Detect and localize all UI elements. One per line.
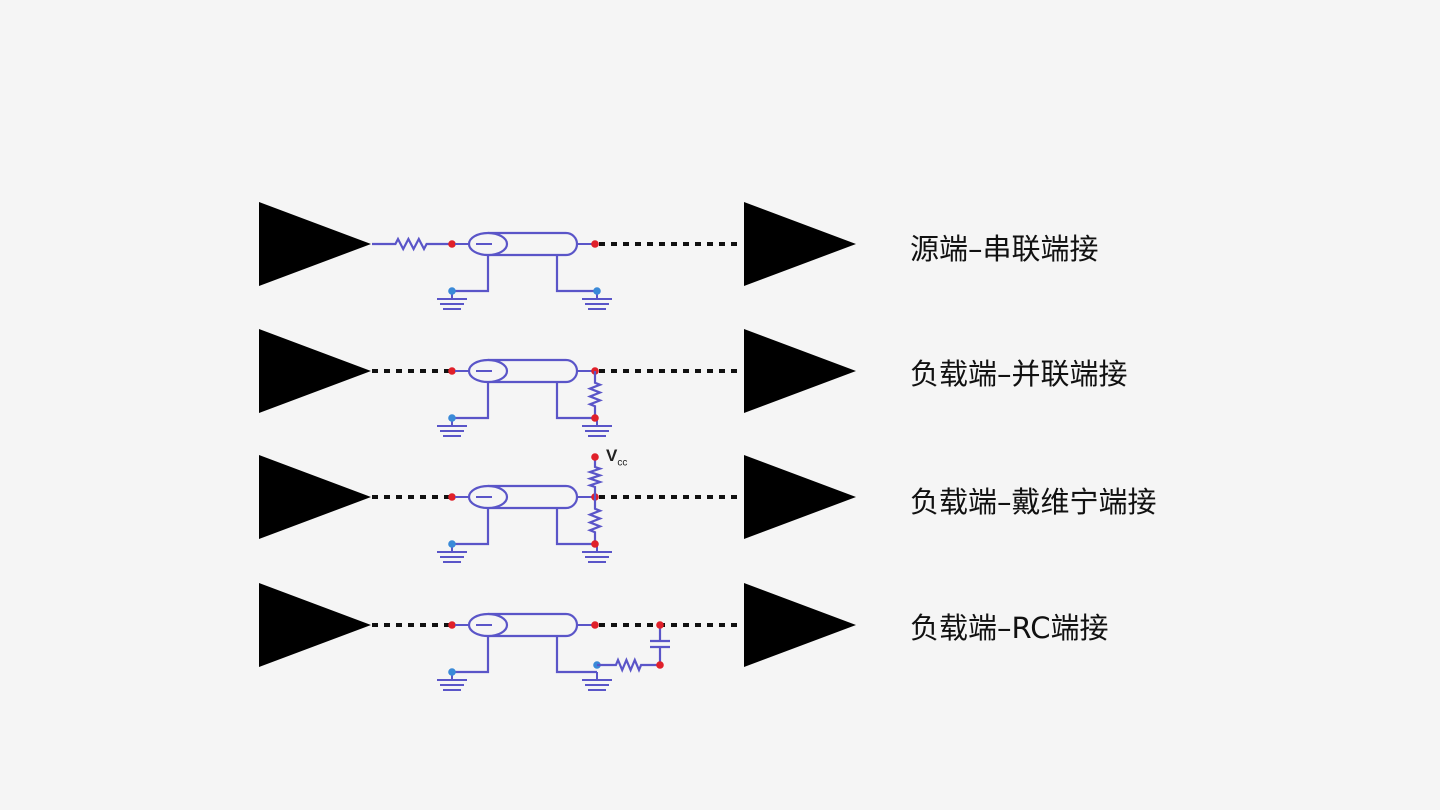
shield-wire — [452, 382, 490, 420]
resistor-icon — [586, 497, 604, 544]
transmission-line-icon — [452, 358, 597, 420]
driver-buffer-icon — [259, 329, 371, 413]
row-label-parallel: 负载端–并联端接 — [910, 357, 1128, 391]
resistor-icon — [586, 371, 604, 418]
driver-buffer-icon — [259, 583, 371, 667]
row-label-rc: 负载端–RC端接 — [910, 611, 1109, 645]
row-series — [259, 202, 856, 310]
ground-node — [448, 668, 456, 676]
transmission-line-icon — [452, 484, 597, 546]
ground-icon — [582, 418, 612, 437]
ground-node — [448, 540, 456, 548]
ground-node — [448, 414, 456, 422]
driver-buffer-icon — [259, 202, 371, 286]
input-node — [448, 493, 456, 501]
receiver-buffer-icon — [744, 583, 856, 667]
vcc-label: Vcc — [606, 446, 628, 469]
vcc-node — [591, 453, 599, 461]
driver-buffer-icon — [259, 455, 371, 539]
row-rc — [259, 583, 856, 691]
row-label-series: 源端–串联端接 — [910, 232, 1099, 266]
receiver-buffer-icon — [744, 455, 856, 539]
transmission-line-icon — [452, 612, 597, 674]
transmission-line-icon — [452, 231, 597, 293]
ground-icon — [437, 544, 467, 563]
shield-wire — [452, 508, 490, 546]
receiver-buffer-icon — [744, 202, 856, 286]
ground-icon — [437, 291, 467, 310]
output-node — [591, 621, 599, 629]
ground-icon — [437, 418, 467, 437]
input-node — [448, 240, 456, 248]
shield-wire — [452, 636, 490, 674]
shield-wire — [555, 636, 597, 674]
resistor-icon — [586, 457, 604, 497]
shield-wire — [452, 255, 490, 293]
resistor-node — [591, 540, 599, 548]
row-thevenin — [259, 453, 856, 563]
shield-wire — [555, 255, 597, 293]
capacitor-node — [656, 621, 664, 629]
coax-body — [488, 612, 579, 638]
ground-node — [593, 287, 601, 295]
input-node — [448, 621, 456, 629]
ground-icon — [582, 544, 612, 563]
capacitor-node — [656, 661, 664, 669]
coax-body — [488, 231, 579, 257]
input-node — [448, 367, 456, 375]
resistor-icon — [597, 657, 660, 673]
resistor-icon — [372, 236, 450, 252]
ground-icon — [582, 672, 612, 691]
coax-body — [488, 358, 579, 384]
resistor-node — [591, 414, 599, 422]
capacitor-icon — [650, 625, 670, 665]
shield-wire — [555, 508, 597, 546]
row-label-thevenin: 负载端–戴维宁端接 — [910, 485, 1157, 519]
row-parallel — [259, 329, 856, 437]
receiver-buffer-icon — [744, 329, 856, 413]
shield-wire — [555, 382, 597, 420]
output-node — [591, 240, 599, 248]
coax-body — [488, 484, 579, 510]
ground-node — [448, 287, 456, 295]
